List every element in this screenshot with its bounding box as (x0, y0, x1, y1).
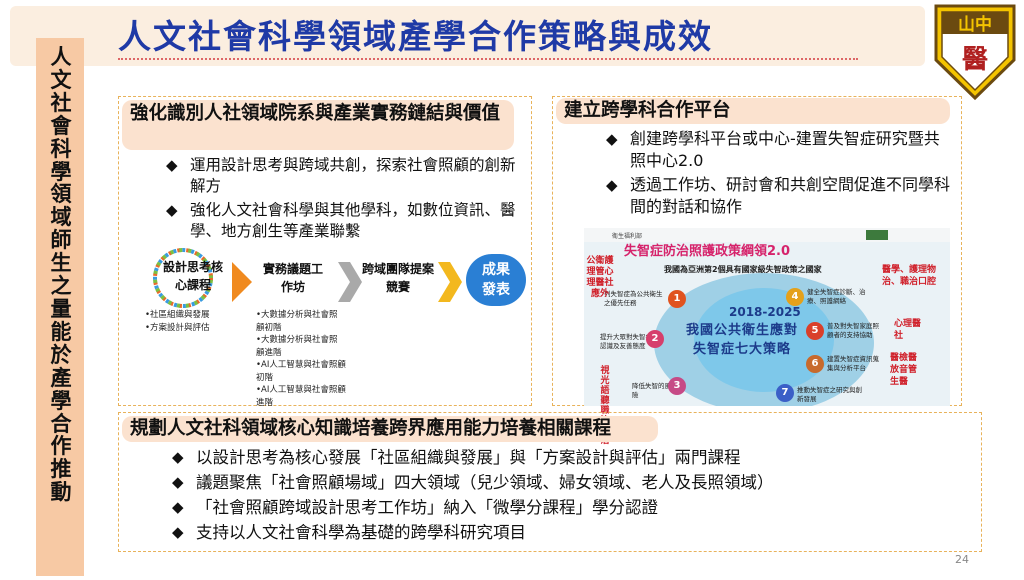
course-list-1: 社區組織與發展 方案設計與評估 (145, 309, 245, 334)
policy-item-6: 建置失智症資訊蒐集與分析平台 (827, 355, 885, 373)
dementia-policy-infographic: 衛生福利部 失智症防治照護政策綱領2.0 我國為亞洲第2個具有國家級失智政策之國… (584, 228, 950, 413)
policy-item-2: 提升大眾對失智症之認識及友善態度 (600, 333, 662, 351)
right-section-heading: 建立跨學科合作平台 (556, 98, 950, 124)
policy-years: 2018-2025 (729, 305, 801, 319)
course-list-2-item: 大數據分析與社會照顧初階 (256, 309, 346, 334)
policy-item-5: 普及對失智家庭照顧者的支持協助 (827, 322, 885, 340)
side-label: 人文社會科學領域師生之量能於產學合作推動 (50, 45, 72, 505)
course-list-1-item: 方案設計與評估 (145, 322, 245, 335)
left-bullet-2: 強化人文社會科學與其他學科，如數位資訊、醫學、地方創生等產業聯繫 (160, 200, 530, 242)
policy-item-4-badge: 4 (786, 288, 804, 306)
policy-ministry: 衛生福利部 (612, 232, 642, 240)
policy-item-text: 降低失智的風險 (632, 382, 671, 399)
flow-step-2: 實務議題工作坊 (262, 262, 323, 294)
course-list-2-item: AI人工智慧與社會照顧初階 (256, 359, 346, 384)
left-bullet-1: 運用設計思考與跨域共創，探索社會照顧的創新解方 (160, 155, 530, 197)
policy-item-2-badge: 2 (646, 330, 664, 348)
left-section-heading: 強化識別人社領域院系與產業實務鏈結與價值 (122, 100, 514, 150)
title-bar (10, 6, 925, 66)
bottom-bullet-2: 議題聚焦「社會照顧場域」四大領域（兒少領域、婦女領域、老人及長照領域） (166, 470, 966, 495)
flow-step-3: 跨域團隊提案競賽 (362, 262, 435, 294)
logo-text-bottom: 醫 (962, 45, 988, 75)
policy-item-7: 推動失智症之研究與創新發展 (797, 386, 863, 404)
flow-step-4: 成果發表 (466, 254, 526, 306)
left-bullets: 運用設計思考與跨域共創，探索社會照顧的創新解方 強化人文社會科學與其他學科，如數… (160, 155, 530, 242)
policy-side-right-3: 醫檢醫放音管生醫 (890, 353, 918, 387)
course-list-2: 大數據分析與社會照顧初階 大數據分析與社會照顧進階 AI人工智慧與社會照顧初階 … (256, 309, 346, 409)
flow-arrow-2 (336, 262, 364, 302)
course-list-2-item: AI人工智慧與社會照顧進階 (256, 384, 346, 409)
right-bullets: 創建跨學科平台或中心-建置失智症研究暨共照中心2.0 透過工作坊、研討會和共創空… (600, 128, 950, 218)
policy-item-text: 普及對失智家庭照顧者的支持協助 (827, 322, 879, 339)
bottom-section-heading: 規劃人文社科領域核心知識培養跨界應用能力培養相關課程 (122, 416, 658, 442)
bottom-section-box (118, 412, 982, 552)
policy-subtitle: 我國為亞洲第2個具有國家級失智政策之國家 (664, 264, 823, 274)
flow-step-1: 設計思考核心課程 (162, 260, 223, 292)
policy-item-4: 健全失智症診斷、治療、照護網絡 (807, 288, 867, 306)
policy-item-1-badge: 1 (668, 290, 686, 308)
policy-item-text: 提升大眾對失智症之認識及友善態度 (600, 333, 659, 350)
policy-side-right-1: 醫學、護理物治、職治口腔 (882, 265, 937, 287)
page-title: 人文社會科學領域產學合作策略與成效 (118, 17, 713, 56)
design-thinking-ring (150, 245, 230, 311)
flow-arrow-1 (232, 262, 252, 302)
policy-item-7-badge: 7 (776, 384, 794, 402)
right-bullet-2: 透過工作坊、研討會和共創空間促進不同學科間的對話和協作 (600, 174, 950, 218)
policy-item-text: 推動失智症之研究與創新發展 (797, 386, 862, 403)
policy-title: 失智症防治照護政策綱領2.0 (624, 243, 790, 259)
logo-text-top: 山中 (958, 14, 992, 35)
bottom-bullet-1: 以設計思考為核心發展「社區組織與發展」與「方案設計與評估」兩門課程 (166, 445, 966, 470)
policy-side-right-2: 心理醫社 (894, 319, 922, 341)
policy-item-1: 列失智症為公共衛生之優先任務 (604, 290, 666, 308)
policy-item-3: 降低失智的風險 (632, 382, 672, 400)
policy-item-6-badge: 6 (806, 355, 824, 373)
flow-arrow-3 (436, 262, 464, 302)
university-logo: 山中 醫 (932, 2, 1018, 102)
bottom-bullet-3: 「社會照顧跨域設計思考工作坊」納入「微學分課程」學分認證 (166, 495, 966, 520)
policy-item-text: 列失智症為公共衛生之優先任務 (604, 290, 663, 307)
policy-side-left-1: 公衛護理管心理醫社應外 (586, 256, 614, 299)
title-underline (118, 58, 858, 60)
bottom-bullets: 以設計思考為核心發展「社區組織與發展」與「方案設計與評估」兩門課程 議題聚焦「社… (166, 445, 966, 545)
course-list-2-item: 大數據分析與社會照顧進階 (256, 334, 346, 359)
page-number: 24 (955, 553, 969, 566)
policy-item-3-badge: 3 (668, 377, 686, 395)
policy-item-text: 健全失智症診斷、治療、照護網絡 (807, 288, 866, 305)
side-label-bar (36, 38, 84, 576)
course-list-1-item: 社區組織與發展 (145, 309, 245, 322)
right-bullet-1: 創建跨學科平台或中心-建置失智症研究暨共照中心2.0 (600, 128, 950, 172)
bottom-bullet-4: 支持以人文社會科學為基礎的跨學科研究項目 (166, 520, 966, 545)
policy-item-5-badge: 5 (806, 322, 824, 340)
policy-center-text: 我國公共衛生應對失智症七大策略 (685, 323, 798, 357)
policy-item-text: 建置失智症資訊蒐集與分析平台 (827, 355, 879, 372)
